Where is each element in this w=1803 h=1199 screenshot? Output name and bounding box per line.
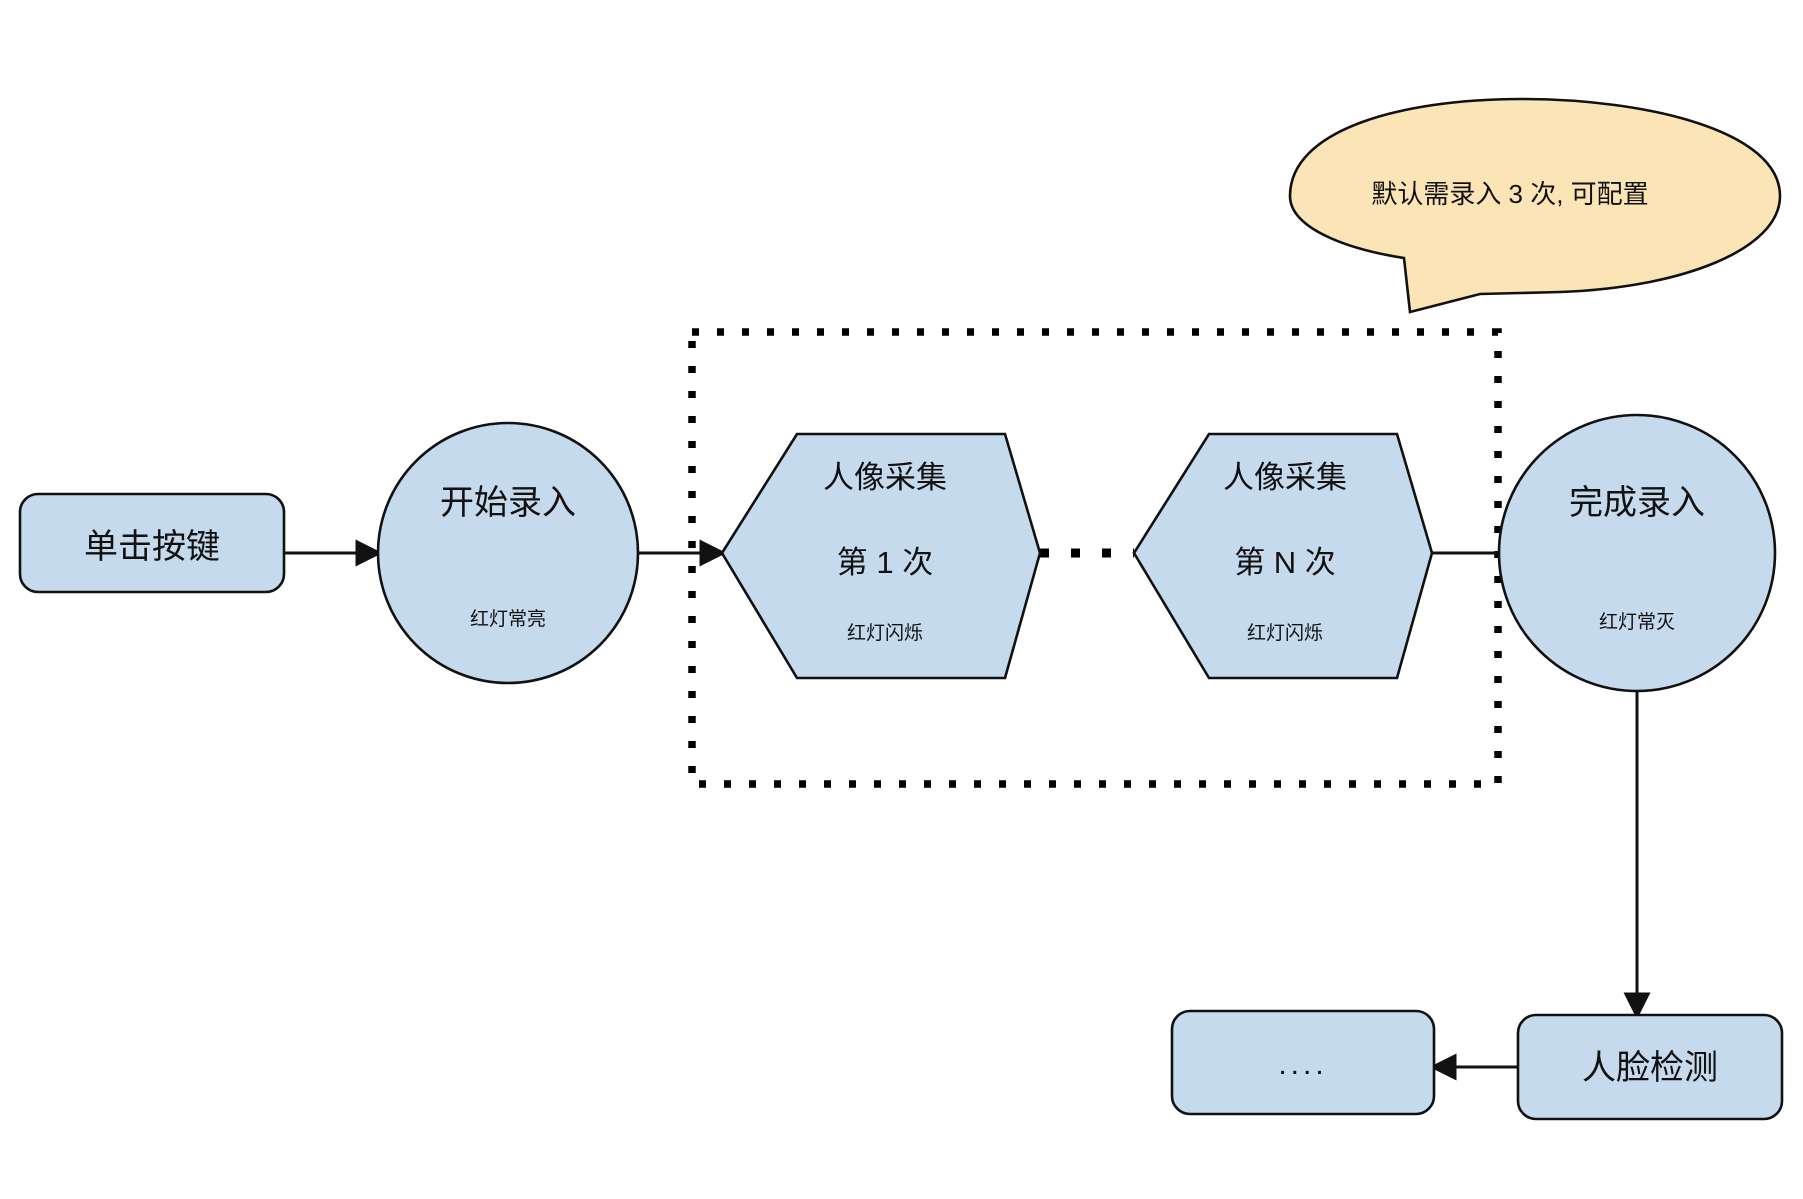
callout-text: 默认需录入 3 次, 可配置	[1371, 179, 1648, 209]
node-capture-first-shape	[720, 432, 1042, 680]
node-finish-enroll[interactable]: 完成录入 红灯常灭	[1497, 413, 1777, 693]
node-capture-nth-label-line2: 第 N 次	[1234, 545, 1336, 580]
node-capture-nth-shape	[1132, 432, 1434, 680]
node-face-detect-label: 人脸检测	[1582, 1049, 1718, 1087]
callout-default-enroll-count: 默认需录入 3 次, 可配置	[1288, 97, 1782, 314]
node-capture-nth[interactable]: 人像采集 第 N 次 红灯闪烁	[1132, 432, 1434, 680]
node-capture-nth-label-line1: 人像采集	[1223, 460, 1347, 495]
node-capture-first-label-line2: 第 1 次	[837, 545, 933, 580]
node-capture-first[interactable]: 人像采集 第 1 次 红灯闪烁	[720, 432, 1042, 680]
node-face-detect-shape	[1516, 1013, 1784, 1121]
node-face-detect[interactable]: 人脸检测	[1516, 1013, 1784, 1121]
node-start-enroll-label: 开始录入	[440, 484, 576, 522]
callout-bubble-shape	[1288, 97, 1782, 314]
node-start-enroll-shape	[376, 421, 640, 685]
node-finish-enroll-shape	[1497, 413, 1777, 693]
node-click-button[interactable]: 单击按键	[18, 492, 286, 594]
node-click-button-shape	[18, 492, 286, 594]
node-finish-enroll-label: 完成录入	[1569, 484, 1705, 522]
node-capture-first-label-line1: 人像采集	[823, 460, 947, 495]
node-start-enroll[interactable]: 开始录入 红灯常亮	[376, 421, 640, 685]
node-finish-enroll-sublabel: 红灯常灭	[1599, 611, 1675, 633]
node-start-enroll-sublabel: 红灯常亮	[470, 608, 546, 630]
node-capture-first-sublabel: 红灯闪烁	[847, 622, 923, 644]
node-click-button-label: 单击按键	[84, 528, 220, 566]
node-more-steps-label: ....	[1278, 1048, 1327, 1081]
node-capture-nth-sublabel: 红灯闪烁	[1247, 622, 1323, 644]
node-more-steps-shape	[1170, 1009, 1436, 1116]
node-more-steps[interactable]: ....	[1170, 1009, 1436, 1116]
